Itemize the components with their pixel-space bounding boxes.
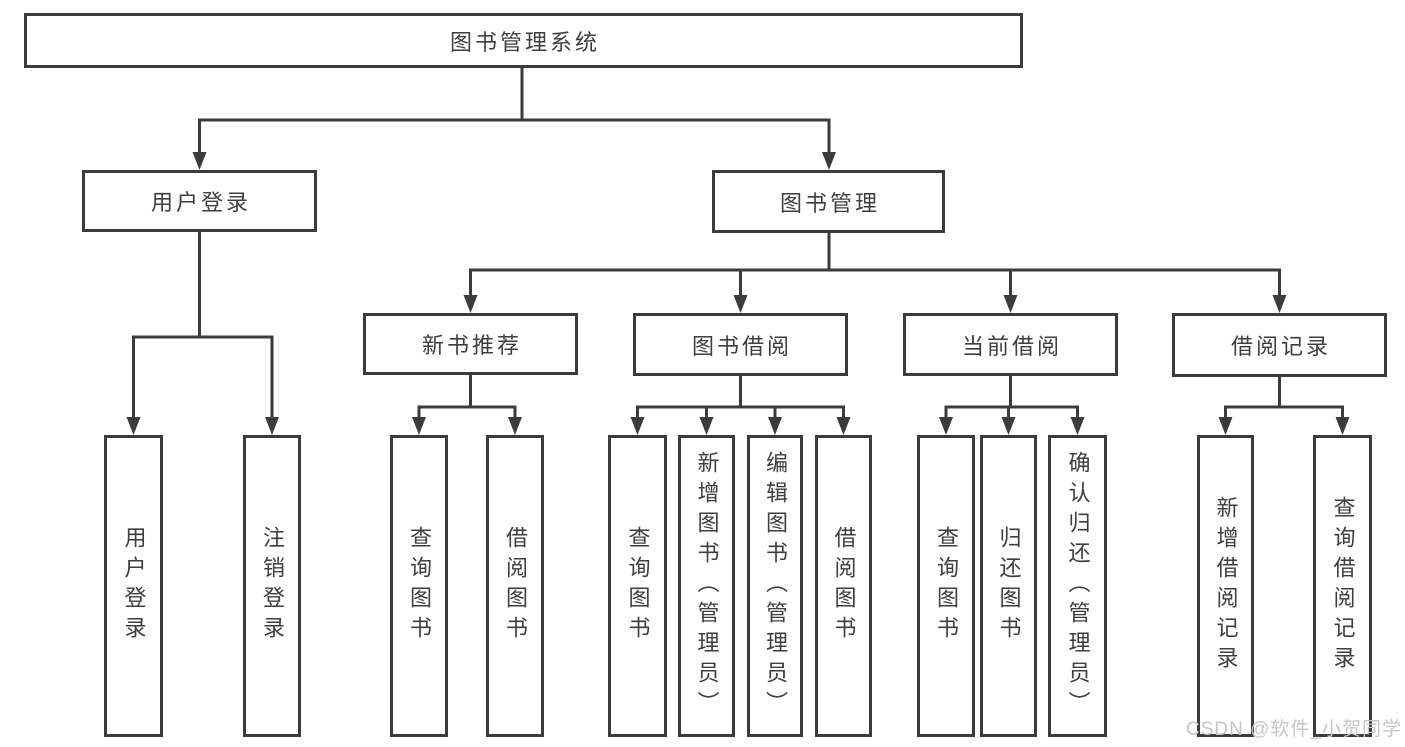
arrowhead [1218, 417, 1233, 435]
csdn-watermark: CSDN @软件_小贺同学 [1186, 719, 1402, 740]
arrowhead [699, 417, 714, 435]
leaf-edit-book-admin: 编辑图书（管理员） [747, 435, 803, 737]
arrowhead [1003, 295, 1018, 313]
connector-new-book-to-leaves [412, 374, 522, 435]
leaf-borrow-book-1: 借阅图书 [486, 435, 544, 737]
node-user-login-label: 用户登录 [150, 190, 251, 215]
arrowhead [768, 417, 782, 435]
leaf-logout: 注销登录 [243, 435, 301, 737]
leaf-user-login-label: 用户登录 [121, 526, 147, 646]
arrowhead [733, 295, 748, 313]
connector-root-to-level2 [192, 67, 836, 170]
node-user-login: 用户登录 [82, 170, 317, 232]
arrowhead [1070, 417, 1085, 435]
arrowhead [412, 417, 426, 435]
leaf-query-book-2-label: 查询图书 [625, 526, 651, 646]
arrowhead [939, 417, 953, 435]
arrowhead [1001, 417, 1016, 435]
node-current-borrow-label: 当前借阅 [961, 333, 1062, 359]
leaf-add-borrow-record-label: 新增借阅记录 [1213, 496, 1239, 676]
leaf-add-borrow-record: 新增借阅记录 [1197, 435, 1254, 737]
arrowhead [822, 152, 836, 170]
leaf-logout-label: 注销登录 [260, 526, 285, 646]
leaf-user-login: 用户登录 [104, 435, 163, 737]
arrowhead [1272, 295, 1287, 313]
node-book-borrow: 图书借阅 [633, 313, 848, 376]
arrowhead [265, 417, 279, 435]
node-new-book-recommend-label: 新书推荐 [421, 333, 522, 358]
leaf-return-book-label: 归还图书 [996, 526, 1022, 646]
node-root-label: 图书管理系统 [449, 29, 600, 55]
leaf-query-borrow-record-label: 查询借阅记录 [1330, 496, 1356, 676]
node-book-borrow-label: 图书借阅 [691, 333, 792, 359]
arrowhead [836, 417, 851, 435]
node-book-management: 图书管理 [712, 170, 945, 233]
leaf-confirm-return-admin-label: 确认归还（管理员） [1065, 451, 1091, 721]
node-root-system: 图书管理系统 [24, 13, 1023, 68]
connector-user-login-to-leaves [126, 231, 279, 435]
arrowhead [1335, 417, 1350, 435]
connector-book-management-to-level3 [463, 232, 1287, 313]
leaf-return-book: 归还图书 [980, 435, 1037, 737]
arrowhead [463, 295, 478, 313]
arrowhead [126, 417, 141, 435]
connector-book-borrow-to-leaves [630, 374, 851, 435]
leaf-query-book-1-label: 查询图书 [407, 526, 432, 646]
connector-borrow-record-to-leaves [1218, 375, 1350, 435]
leaf-borrow-book-2: 借阅图书 [815, 435, 872, 737]
leaf-confirm-return-admin: 确认归还（管理员） [1048, 435, 1107, 737]
leaf-query-book-1: 查询图书 [390, 435, 448, 737]
arrowhead [630, 417, 645, 435]
node-borrow-record: 借阅记录 [1172, 313, 1387, 377]
node-borrow-record-label: 借阅记录 [1230, 334, 1331, 359]
arrowhead [508, 417, 522, 435]
leaf-add-book-admin-label: 新增图书（管理员） [694, 451, 720, 721]
leaf-query-book-2: 查询图书 [608, 435, 667, 737]
arrowhead [192, 152, 207, 170]
leaf-query-borrow-record: 查询借阅记录 [1313, 435, 1372, 737]
leaf-borrow-book-2-label: 借阅图书 [831, 526, 857, 646]
leaf-query-book-3: 查询图书 [917, 435, 975, 737]
connector-current-borrow-to-leaves [939, 374, 1085, 435]
node-book-management-label: 图书管理 [779, 190, 880, 216]
leaf-add-book-admin: 新增图书（管理员） [678, 435, 735, 737]
leaf-query-book-3-label: 查询图书 [934, 526, 959, 646]
leaf-edit-book-admin-label: 编辑图书（管理员） [763, 451, 788, 721]
node-new-book-recommend: 新书推荐 [363, 313, 578, 375]
leaf-borrow-book-1-label: 借阅图书 [503, 526, 528, 646]
node-current-borrow: 当前借阅 [903, 313, 1118, 376]
